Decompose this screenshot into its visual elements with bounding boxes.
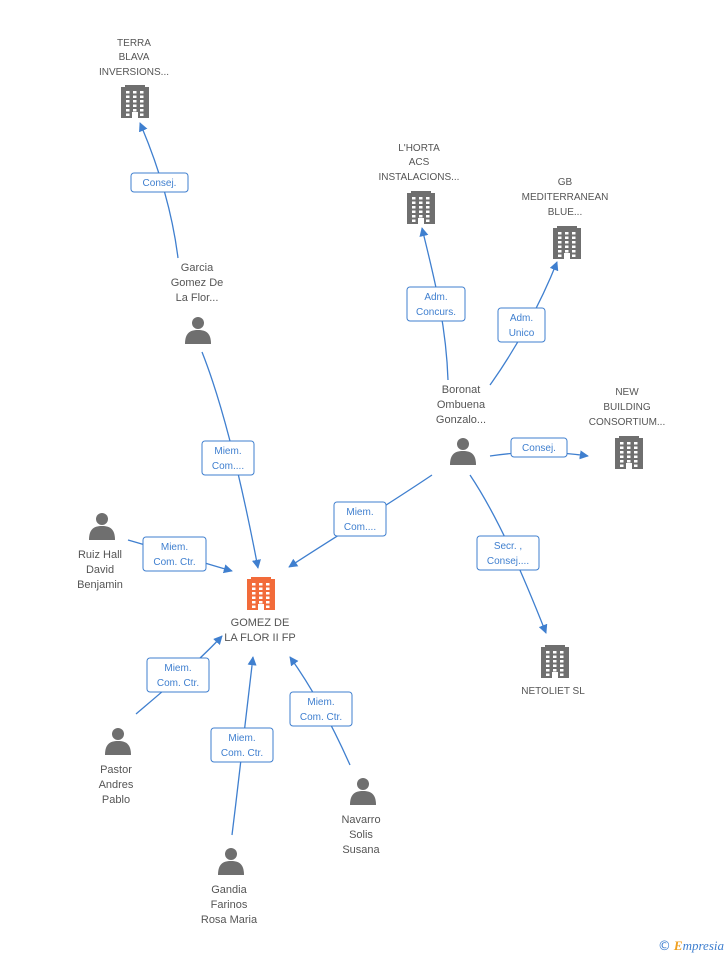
badge-garcia-terra[interactable]: Consej. bbox=[130, 172, 189, 193]
badge-ruiz-gomez[interactable]: Miem. Com. Ctr. bbox=[142, 536, 207, 572]
node-label-line: Pablo bbox=[102, 794, 130, 806]
person-node-garcia[interactable]: Garcia Gomez De La Flor... bbox=[171, 262, 224, 344]
badge-line: Com.... bbox=[212, 461, 244, 472]
node-label-line: Gomez De bbox=[171, 277, 224, 289]
edges bbox=[127, 122, 589, 836]
node-label-line: Ruiz Hall bbox=[78, 549, 122, 561]
node-label-line: Boronat bbox=[442, 384, 481, 396]
person-node-gandia[interactable]: Gandia Farinos Rosa Maria bbox=[201, 848, 258, 926]
node-label-line: Andres bbox=[99, 779, 134, 791]
empresia-logo[interactable]: ©Empresia bbox=[658, 938, 724, 954]
node-label-line: MEDITERRANEAN bbox=[522, 192, 609, 203]
badge-line: Adm. bbox=[510, 313, 533, 324]
node-label-line: CONSORTIUM... bbox=[589, 417, 665, 428]
badge-line: Com. Ctr. bbox=[153, 557, 195, 568]
person-icon bbox=[185, 317, 211, 344]
badge-line: Consej. bbox=[522, 443, 556, 454]
badge-navarro-gomez[interactable]: Miem. Com. Ctr. bbox=[289, 691, 353, 727]
badge-boronat-gb[interactable]: Adm. Unico bbox=[497, 307, 546, 343]
node-label-line: INVERSIONS... bbox=[99, 67, 169, 78]
node-label-line: ACS bbox=[409, 157, 430, 168]
badge-boronat-gomez[interactable]: Miem. Com.... bbox=[333, 501, 387, 537]
brand-initial: E bbox=[673, 938, 683, 953]
node-label-line: Gandia bbox=[211, 884, 247, 896]
node-label-line: Garcia bbox=[181, 262, 214, 274]
copyright-symbol: © bbox=[657, 939, 671, 954]
badge-line: Miem. bbox=[164, 663, 191, 674]
node-label-line: BLAVA bbox=[119, 52, 150, 63]
person-icon bbox=[350, 778, 376, 805]
company-node-gomez-fp[interactable]: GOMEZ DE LA FLOR II FP bbox=[224, 577, 296, 644]
badge-line: Com. Ctr. bbox=[221, 748, 263, 759]
badge-boronat-netoliet[interactable]: Secr. , Consej.... bbox=[476, 535, 540, 571]
company-node-gb-mediterranean[interactable]: GB MEDITERRANEAN BLUE... bbox=[522, 177, 609, 259]
building-icon bbox=[553, 226, 581, 259]
person-icon bbox=[105, 728, 131, 755]
company-node-terra-blava[interactable]: TERRA BLAVA INVERSIONS... bbox=[99, 38, 169, 118]
node-label-line: Navarro bbox=[341, 814, 380, 826]
badge-line: Com. Ctr. bbox=[157, 678, 199, 689]
badge-line: Consej. bbox=[143, 178, 177, 189]
person-node-ruiz[interactable]: Ruiz Hall David Benjamin bbox=[77, 513, 123, 591]
building-icon bbox=[615, 436, 643, 469]
node-label-line: Solis bbox=[349, 829, 373, 841]
badge-line: Adm. bbox=[424, 292, 447, 303]
company-node-new-building[interactable]: NEW BUILDING CONSORTIUM... bbox=[589, 387, 665, 469]
badge-line: Miem. bbox=[214, 446, 241, 457]
badge-line: Miem. bbox=[228, 733, 255, 744]
node-label-line: Pastor bbox=[100, 764, 132, 776]
building-icon bbox=[121, 85, 149, 118]
person-icon bbox=[450, 438, 476, 465]
node-label-line: NEW bbox=[615, 387, 639, 398]
node-label-line: Rosa Maria bbox=[201, 914, 258, 926]
person-node-boronat[interactable]: Boronat Ombuena Gonzalo... bbox=[436, 384, 486, 465]
badge-line: Miem. bbox=[307, 697, 334, 708]
badge-line: Concurs. bbox=[416, 307, 456, 318]
node-label-line: La Flor... bbox=[176, 292, 219, 304]
node-label-line: Benjamin bbox=[77, 579, 123, 591]
person-icon bbox=[89, 513, 115, 540]
building-icon bbox=[247, 577, 275, 610]
badge-gandia-gomez[interactable]: Miem. Com. Ctr. bbox=[210, 727, 274, 763]
node-label-line: NETOLIET SL bbox=[521, 686, 585, 697]
person-icon bbox=[218, 848, 244, 875]
person-node-pastor[interactable]: Pastor Andres Pablo bbox=[99, 728, 134, 806]
node-label-line: Susana bbox=[342, 844, 380, 856]
company-node-lhorta[interactable]: L'HORTA ACS INSTALACIONS... bbox=[379, 143, 460, 224]
badge-line: Consej.... bbox=[487, 556, 529, 567]
person-node-navarro[interactable]: Navarro Solis Susana bbox=[341, 778, 381, 856]
node-label-line: BUILDING bbox=[603, 402, 650, 413]
badge-line: Miem. bbox=[346, 507, 373, 518]
node-label-line: TERRA bbox=[117, 38, 151, 49]
badge-boronat-newb[interactable]: Consej. bbox=[510, 437, 568, 458]
building-icon bbox=[541, 645, 569, 678]
node-label-line: Ombuena bbox=[437, 399, 486, 411]
node-label-line: LA FLOR II FP bbox=[224, 632, 296, 644]
node-label-line: GOMEZ DE bbox=[231, 617, 290, 629]
building-icon bbox=[407, 191, 435, 224]
badge-line: Com. Ctr. bbox=[300, 712, 342, 723]
node-label-line: GB bbox=[558, 177, 573, 188]
badge-boronat-lhorta[interactable]: Adm. Concurs. bbox=[406, 286, 466, 322]
node-label-line: INSTALACIONS... bbox=[379, 172, 460, 183]
brand-name: mpresia bbox=[682, 938, 724, 953]
badge-pastor-gomez[interactable]: Miem. Com. Ctr. bbox=[146, 657, 210, 693]
badge-line: Miem. bbox=[161, 542, 188, 553]
company-node-netoliet[interactable]: NETOLIET SL bbox=[521, 645, 585, 697]
badge-garcia-gomez[interactable]: Miem. Com.... bbox=[201, 440, 255, 476]
badge-line: Com.... bbox=[344, 522, 376, 533]
node-label-line: L'HORTA bbox=[398, 143, 440, 154]
badge-line: Unico bbox=[509, 328, 535, 339]
node-label-line: BLUE... bbox=[548, 207, 582, 218]
node-label-line: David bbox=[86, 564, 114, 576]
node-label-line: Farinos bbox=[211, 899, 248, 911]
badge-line: Secr. , bbox=[494, 541, 522, 552]
node-label-line: Gonzalo... bbox=[436, 414, 486, 426]
